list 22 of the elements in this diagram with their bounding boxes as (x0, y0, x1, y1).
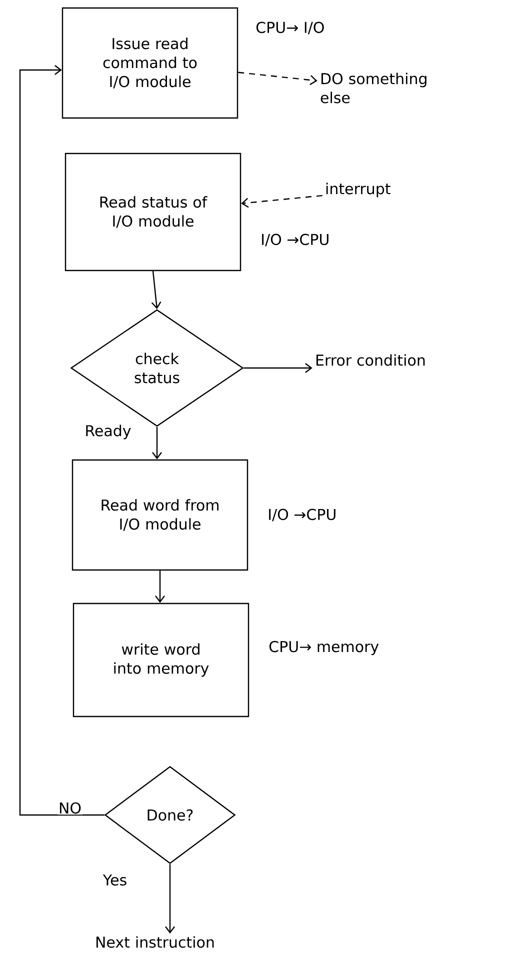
terminal-text: Next instruction (96, 936, 214, 948)
note-text: CPU→ I/O (256, 22, 324, 34)
note-text: I/O →CPU (262, 234, 328, 246)
terminal-text: Error condition (316, 354, 425, 366)
arrow (152, 426, 162, 460)
note-text: CPU→ memory (269, 640, 379, 656)
arrow (238, 72, 318, 86)
process-box: Read status of I/O module (64, 152, 242, 272)
edge-label: NO (58, 801, 83, 815)
terminal-text: DO something else (320, 72, 426, 104)
arrow (241, 194, 322, 208)
arrow (151, 271, 162, 310)
process-box: write word into memory (72, 602, 250, 718)
arrow (244, 363, 312, 373)
terminal-text: interrupt (326, 182, 390, 198)
process-box: Read word from I/O module (72, 459, 248, 571)
process-box: Issue read command to I/O module (62, 7, 238, 119)
edge-label: Yes (102, 873, 128, 887)
arrow (155, 570, 165, 603)
arrow (165, 864, 175, 934)
note-text: I/O →CPU (269, 508, 336, 522)
arrow (19, 65, 104, 816)
